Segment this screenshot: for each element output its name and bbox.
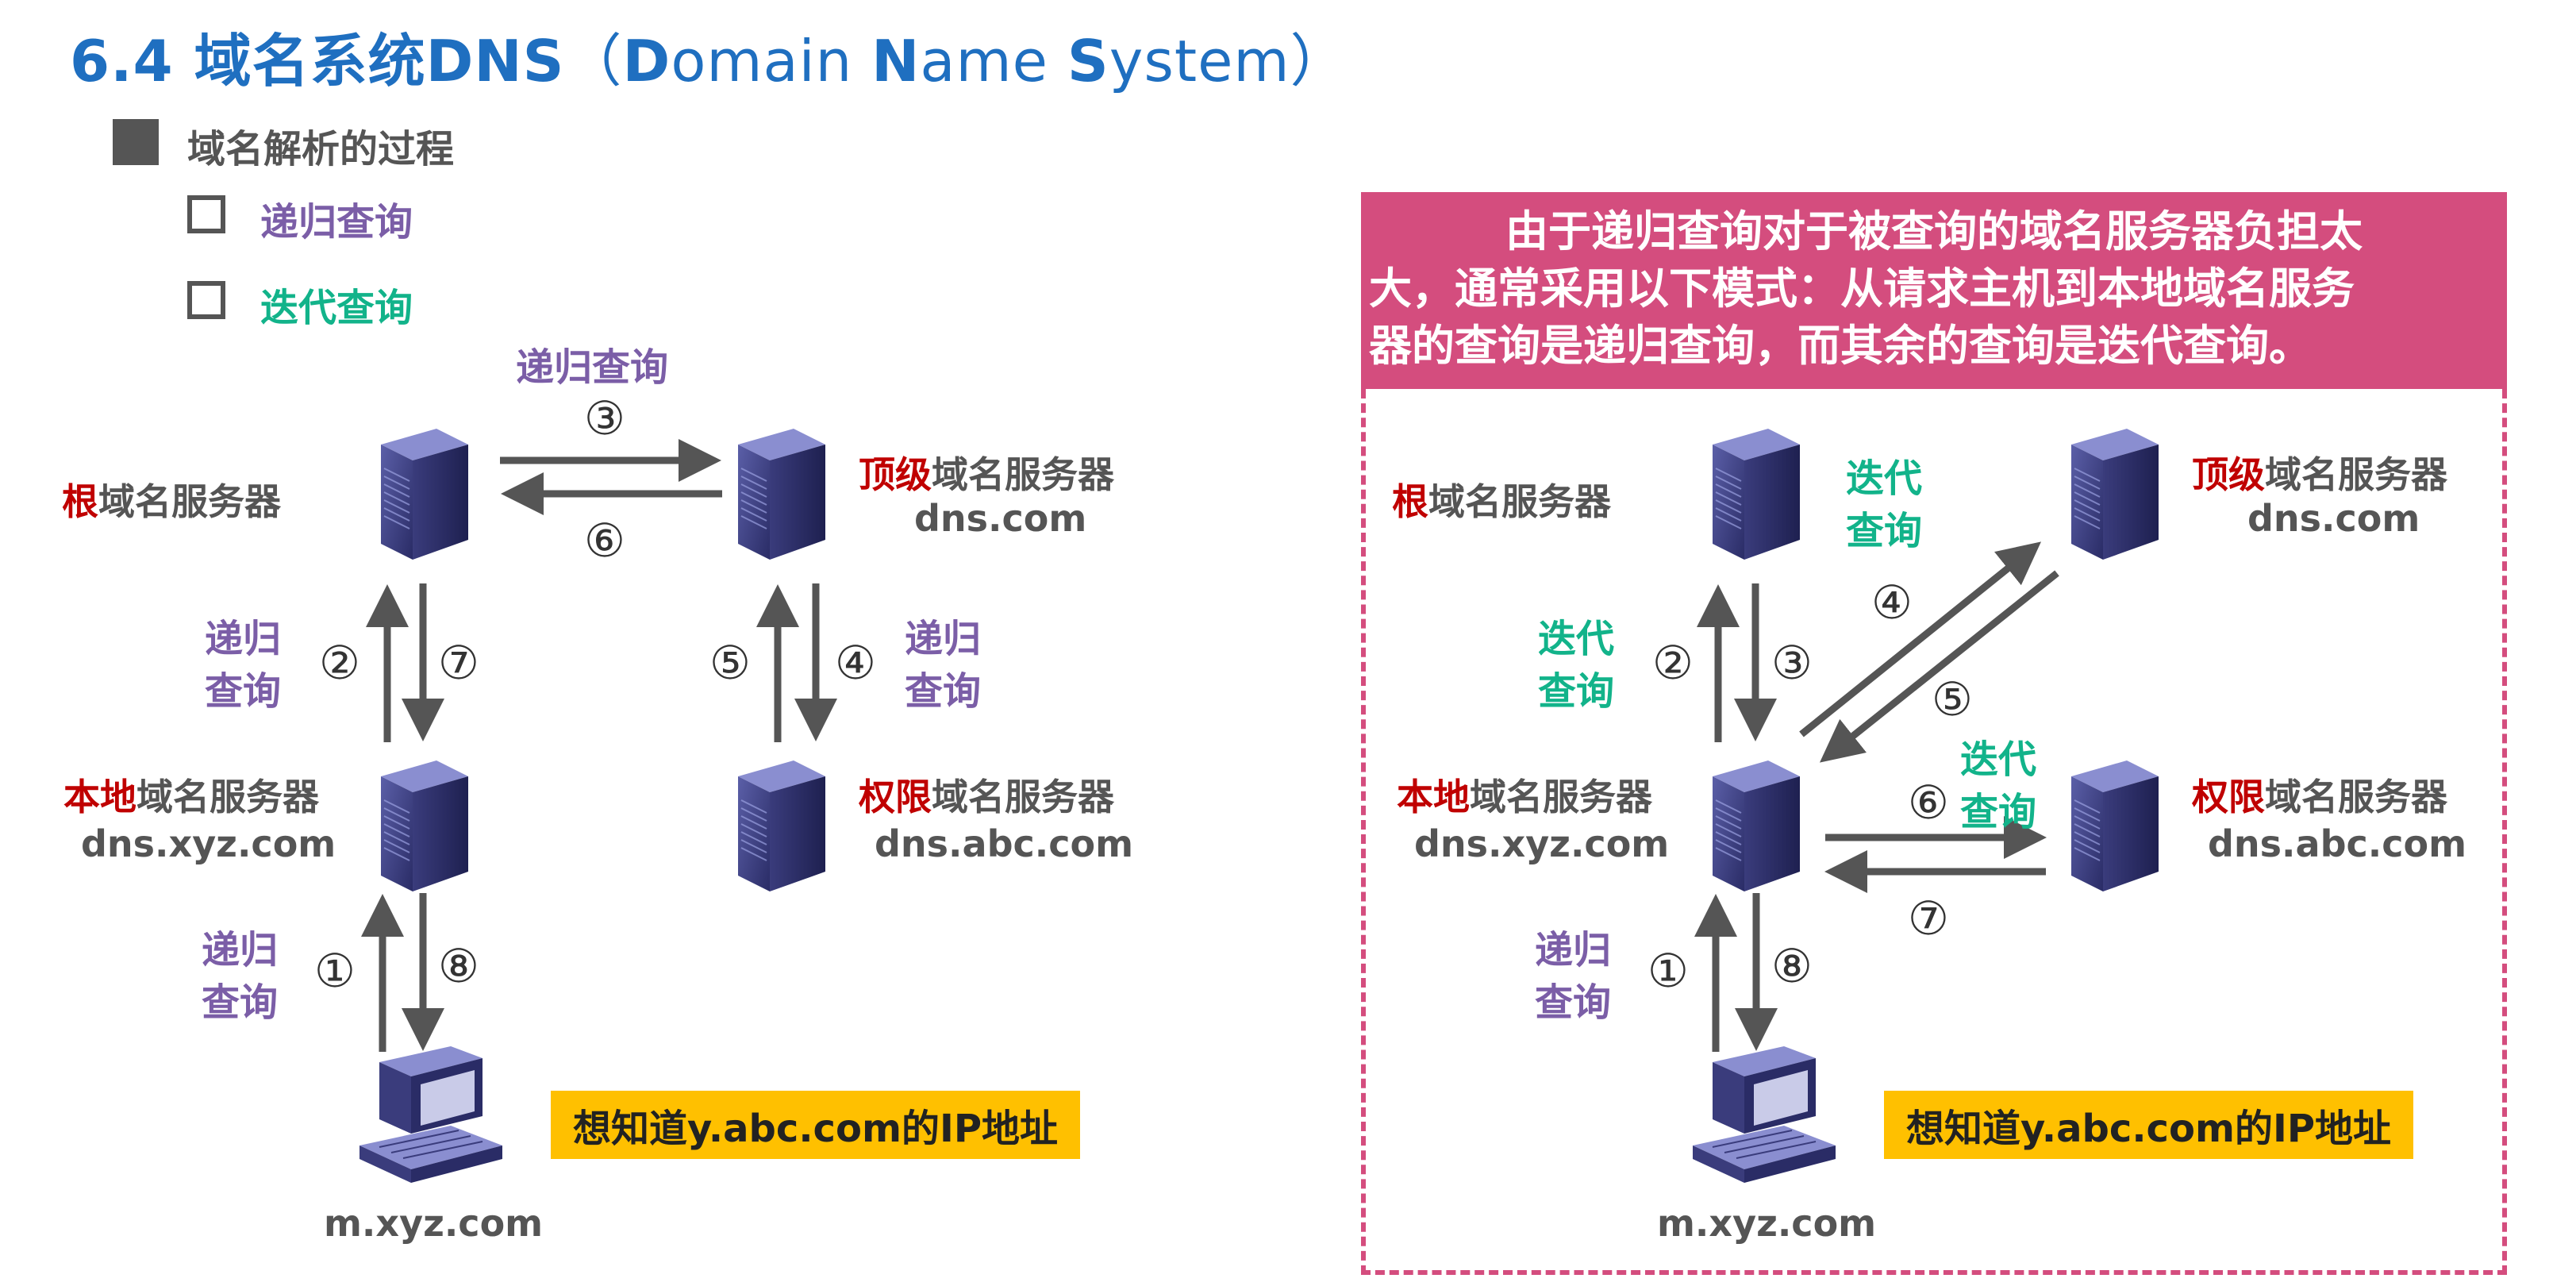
right-root-server-icon — [1705, 421, 1808, 564]
left-label-rec-2: 递归查询 — [205, 617, 282, 714]
title-cn: 域名系统 — [194, 28, 426, 94]
right-tld-host: dns.com — [2247, 497, 2420, 540]
left-local-host: dns.xyz.com — [81, 822, 336, 865]
right-local-label: 本地域名服务器 — [1397, 776, 1652, 818]
bullet-square-icon — [113, 119, 159, 165]
bullet-level1: 域名解析的过程 — [187, 127, 455, 171]
bullet-iterative: 迭代查询 — [260, 286, 413, 330]
right-note-line1: 由于递归查询对于被查询的域名服务器负担太 — [1505, 206, 2363, 256]
bullet-recursive: 递归查询 — [260, 200, 413, 244]
right-note-line2: 大，通常采用以下模式：从请求主机到本地域名服务 — [1369, 264, 2355, 314]
left-auth-host: dns.abc.com — [875, 822, 1134, 865]
left-step-3: ③ — [584, 391, 625, 445]
title-ystem: ystem — [1109, 28, 1290, 94]
title-ame: ame — [920, 28, 1067, 94]
right-auth-host: dns.abc.com — [2208, 822, 2467, 865]
title-paren-open: （ — [564, 28, 623, 94]
title-dns: DNS — [425, 28, 565, 94]
left-label-rec-4: 递归查询 — [905, 617, 982, 714]
title-d: D — [622, 28, 671, 94]
left-label-recursive-top: 递归查询 — [516, 345, 669, 390]
right-step-7: ⑦ — [1908, 891, 1949, 945]
right-tld-label: 顶级域名服务器 — [2192, 453, 2447, 496]
left-tld-label: 顶级域名服务器 — [859, 453, 1114, 496]
left-diagram: 递归查询 ③ ⑥ 根域名服务器 顶级域名服务器 dns.com 递归查询 ② ⑦… — [0, 0, 1286, 1286]
left-step-8: ⑧ — [438, 939, 479, 993]
checkbox-icon-recursive — [187, 195, 225, 233]
right-label-iter-6: 迭代查询 — [1960, 737, 2037, 834]
left-step-6: ⑥ — [584, 514, 625, 568]
title-number: 6.4 — [70, 28, 194, 94]
right-label-iter-top: 迭代查询 — [1846, 456, 1923, 553]
title-s: S — [1067, 28, 1109, 94]
right-step-6: ⑥ — [1908, 776, 1949, 830]
left-client-host: m.xyz.com — [324, 1202, 544, 1245]
right-tld-server-icon — [2063, 421, 2167, 564]
left-step-4: ④ — [835, 636, 876, 690]
title-n: N — [871, 28, 921, 94]
right-step-8: ⑧ — [1771, 939, 1813, 993]
checkbox-icon-iterative — [187, 281, 225, 319]
right-client-computer-icon — [1689, 1046, 1840, 1189]
title-omain: omain — [671, 28, 872, 94]
right-local-server-icon — [1705, 753, 1808, 895]
right-auth-label: 权限域名服务器 — [2192, 776, 2447, 818]
right-query-note: 想知道y.abc.com的IP地址 — [1884, 1091, 2414, 1159]
right-arrow-5 — [1819, 570, 2059, 763]
right-step-2: ② — [1652, 636, 1694, 690]
page-title: 6.4 域名系统DNS（Domain Name System） — [70, 14, 1348, 98]
left-step-5: ⑤ — [709, 636, 751, 690]
right-root-label: 根域名服务器 — [1392, 480, 1611, 523]
right-dashed-frame — [1361, 389, 2507, 1275]
right-client-host: m.xyz.com — [1657, 1202, 1877, 1245]
right-label-iter-2: 迭代查询 — [1538, 617, 1615, 714]
left-local-label: 本地域名服务器 — [63, 776, 319, 818]
right-arrow-4 — [1799, 541, 2042, 737]
right-label-rec-1: 递归查询 — [1535, 928, 1612, 1025]
left-root-label: 根域名服务器 — [62, 480, 281, 523]
left-step-1: ① — [314, 944, 356, 998]
left-step-7: ⑦ — [438, 636, 479, 690]
left-tld-host: dns.com — [914, 497, 1087, 540]
right-auth-server-icon — [2063, 753, 2167, 895]
right-note-box: 由于递归查询对于被查询的域名服务器负担太 大，通常采用以下模式：从请求主机到本地… — [1361, 192, 2507, 389]
right-local-host: dns.xyz.com — [1414, 822, 1670, 865]
right-note-line3: 器的查询是递归查询，而其余的查询是迭代查询。 — [1369, 321, 2312, 371]
right-step-1: ① — [1647, 944, 1689, 998]
right-step-3: ③ — [1771, 636, 1813, 690]
left-arrows — [361, 439, 837, 1052]
left-step-2: ② — [319, 636, 360, 690]
title-paren-close: ） — [1290, 28, 1348, 94]
left-query-note: 想知道y.abc.com的IP地址 — [551, 1091, 1081, 1159]
right-step-4: ④ — [1871, 576, 1913, 630]
right-step-5: ⑤ — [1932, 672, 1973, 726]
left-label-rec-1: 递归查询 — [202, 928, 279, 1025]
left-auth-label: 权限域名服务器 — [859, 776, 1114, 818]
